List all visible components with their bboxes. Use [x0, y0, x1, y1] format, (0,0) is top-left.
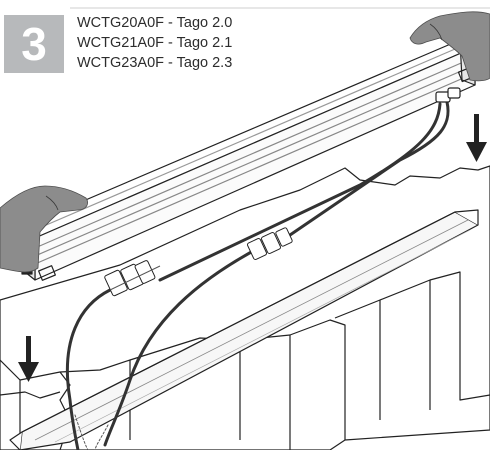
hand-right [409, 11, 490, 82]
model-label: WCTG20A0F - Tago 2.0 [77, 15, 233, 31]
connector-middle [247, 227, 293, 260]
arrow-down-icon [18, 336, 39, 382]
connector-left [104, 260, 161, 297]
cable-mid-down [103, 248, 257, 447]
hand-left [0, 185, 88, 273]
model-list: WCTG20A0F - Tago 2.0 WCTG21A0F - Tago 2.… [77, 13, 232, 73]
recess-channel [9, 209, 479, 450]
cable-hidden-2 [94, 424, 109, 450]
step-number-badge: 3 [4, 15, 64, 73]
arrow-down-icon [466, 114, 487, 162]
cables [65, 100, 450, 450]
model-label: WCTG23A0F - Tago 2.3 [77, 55, 233, 71]
cable-feed-right-2 [158, 102, 442, 282]
cable-left-down [65, 288, 112, 450]
cable-hidden [74, 414, 89, 450]
model-label: WCTG21A0F - Tago 2.1 [77, 35, 233, 51]
